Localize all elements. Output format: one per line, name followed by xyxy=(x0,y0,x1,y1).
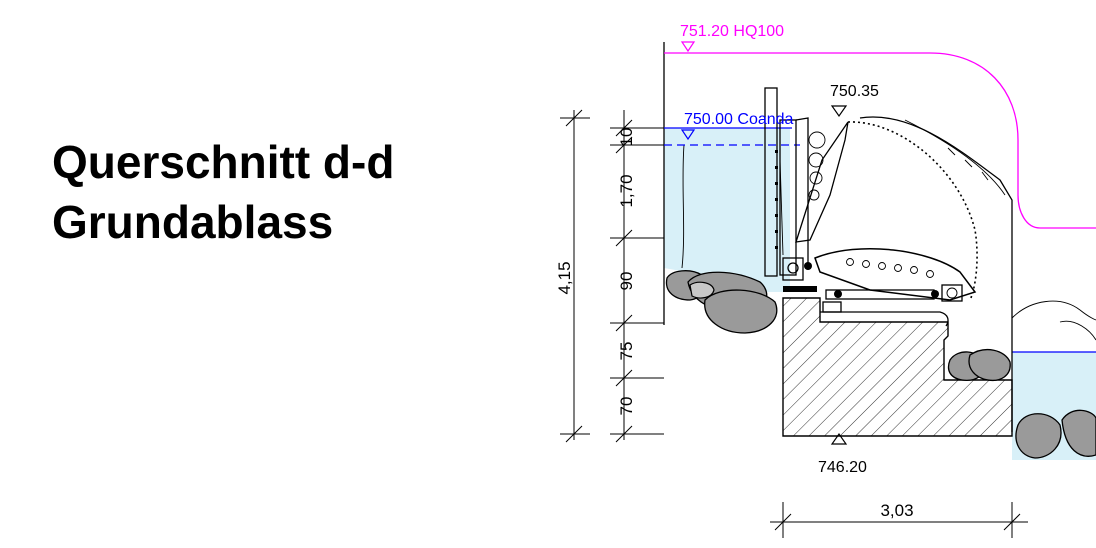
coanda-screen-arc xyxy=(847,121,978,301)
end-block xyxy=(941,284,963,302)
hinge-pivot xyxy=(787,262,799,274)
housing-inner xyxy=(904,119,1006,196)
hq100-level-line xyxy=(664,52,1096,229)
gate-bolts xyxy=(775,150,778,249)
title-line-1: Querschnitt d-d xyxy=(52,136,395,188)
hq100-marker xyxy=(680,41,696,53)
downstream-rocks xyxy=(947,300,1096,459)
gate-holes xyxy=(808,131,826,201)
end-pivot xyxy=(946,287,958,299)
concrete-foundation xyxy=(782,297,1013,437)
flap-gate xyxy=(814,247,977,301)
hinge-bolt xyxy=(804,262,812,270)
bottom-marker xyxy=(830,432,848,445)
upstream-water xyxy=(664,128,790,292)
hinge-block xyxy=(782,257,804,281)
dim-75: 75 xyxy=(617,342,636,361)
dim-total: 4,15 xyxy=(555,261,574,294)
channel-edge xyxy=(681,144,685,269)
gate-flap xyxy=(795,121,849,243)
dim-90: 90 xyxy=(617,272,636,291)
base-profile xyxy=(820,311,949,327)
dim-170: 1,70 xyxy=(617,174,636,207)
dim-width: 3,03 xyxy=(880,501,913,520)
coanda-marker xyxy=(680,129,696,141)
gate-frame xyxy=(779,119,797,276)
title-line-2: Grundablass xyxy=(52,196,334,248)
dim-10: 10 xyxy=(617,128,636,147)
dim-70: 70 xyxy=(617,397,636,416)
housing-ticks xyxy=(947,147,989,181)
cylinder-pivot-right xyxy=(931,290,939,298)
gate-seal xyxy=(795,117,809,270)
drawing-title: Querschnitt d-d Grundablass xyxy=(52,132,394,252)
sill-plate xyxy=(783,286,817,292)
crest-marker xyxy=(830,105,848,118)
crest-label: 750.35 xyxy=(830,83,879,100)
upstream-rocks xyxy=(665,270,778,334)
bottom-label: 746.20 xyxy=(818,459,867,476)
hq100-label: 751.20 HQ100 xyxy=(680,23,784,40)
coanda-label: 750.00 Coanda xyxy=(684,111,794,128)
screen-housing xyxy=(859,116,1013,432)
bearing xyxy=(822,301,842,313)
horizontal-dimension-line xyxy=(770,502,1028,538)
flap-holes xyxy=(846,258,934,278)
vertical-dimension-lines xyxy=(560,109,664,443)
cylinder-pivot-left xyxy=(834,290,842,298)
